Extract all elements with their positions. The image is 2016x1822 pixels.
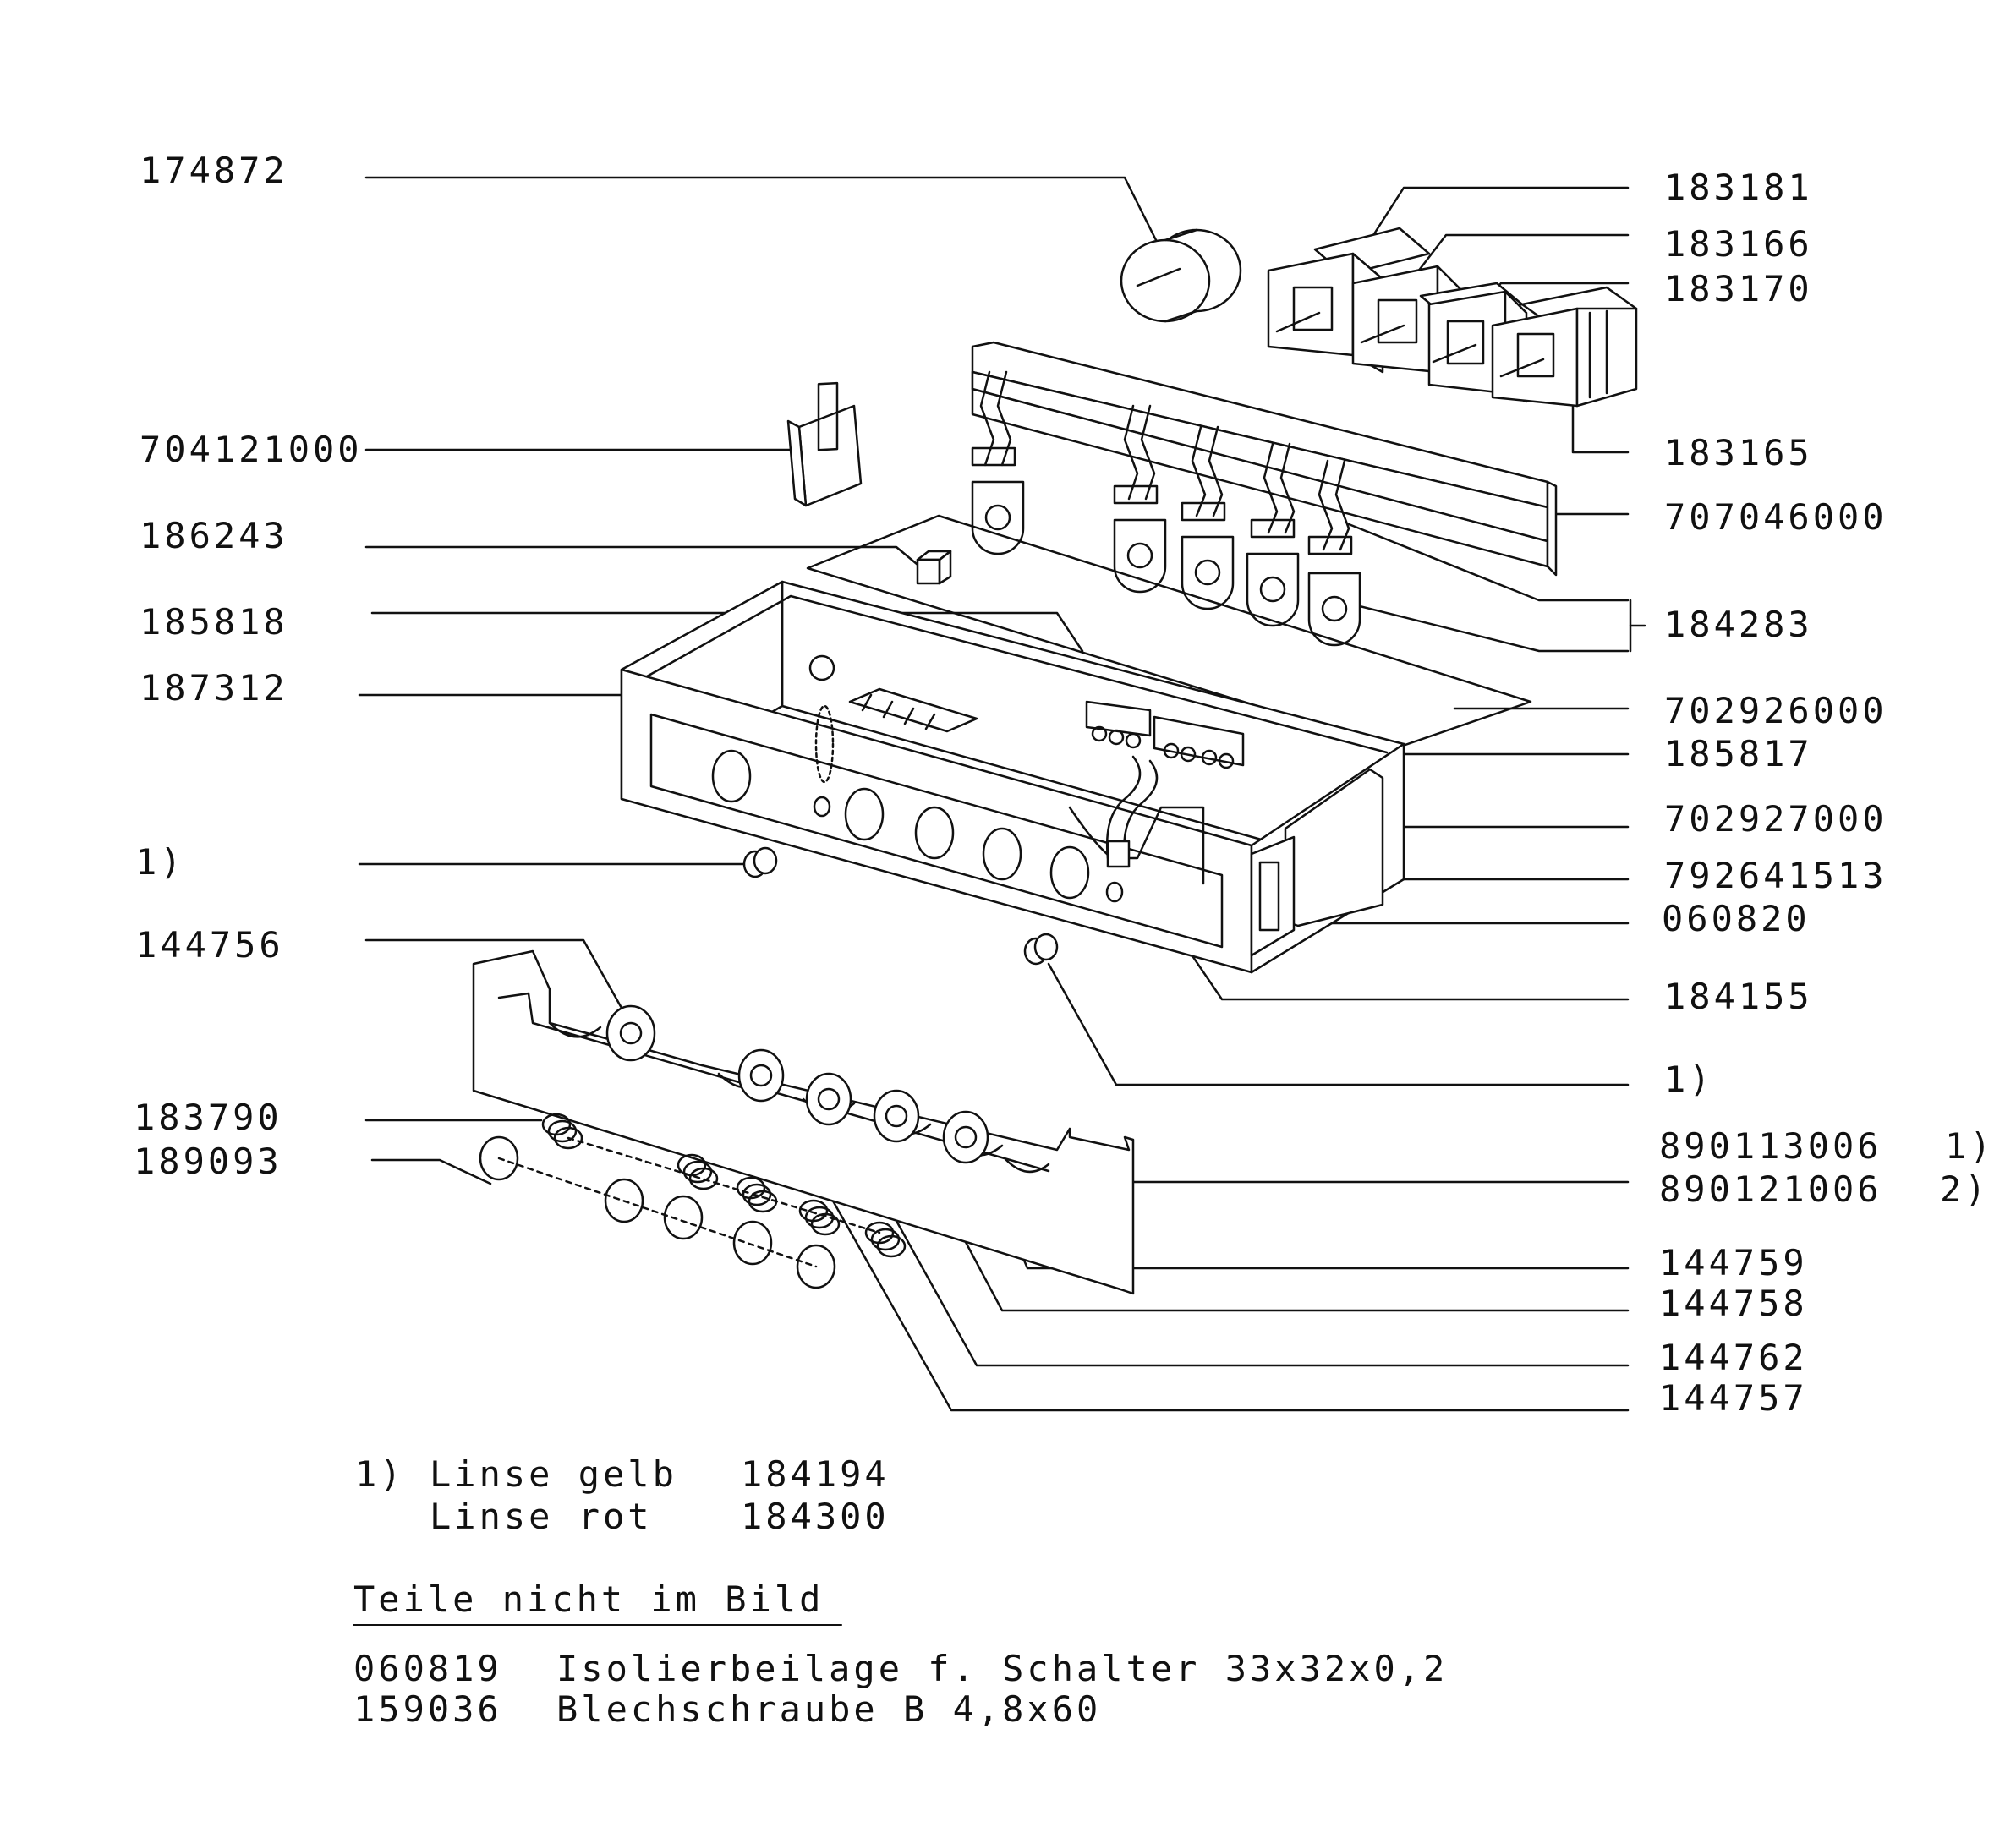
label-183165: 183165: [1664, 432, 1813, 473]
leader-174872: [366, 178, 1171, 271]
label-187312: 187312: [140, 667, 288, 709]
label-189093: 189093: [134, 1141, 282, 1182]
label-702926000: 702926000: [1664, 690, 1887, 731]
label-144757: 144757: [1659, 1377, 1808, 1419]
label-792641513: 792641513: [1664, 855, 1887, 896]
label-183181: 183181: [1664, 167, 1813, 208]
bracket: [788, 383, 861, 506]
leader-184283-a: [1349, 524, 1628, 600]
terminal-strip-left: [816, 689, 977, 782]
lens-note-marker: 1): [355, 1453, 405, 1495]
label-702927000: 702927000: [1664, 798, 1887, 840]
label-060820: 060820: [1662, 898, 1811, 939]
switch-clips: [972, 372, 1360, 645]
mounting-rail: [972, 342, 1556, 575]
label-186243: 186243: [140, 515, 288, 556]
label-183170: 183170: [1664, 268, 1813, 309]
end-bracket: [1252, 769, 1383, 955]
label-144756: 144756: [135, 924, 284, 966]
not-shown-heading: Teile nicht im Bild: [353, 1579, 824, 1620]
motor-drum: [1121, 230, 1241, 321]
label-707046000: 707046000: [1664, 496, 1887, 538]
leader-1b: [1049, 964, 1628, 1085]
leader-184283-b: [1336, 600, 1628, 651]
leader-183166: [1412, 235, 1628, 279]
leader-189093: [372, 1160, 490, 1184]
label-144762: 144762: [1659, 1337, 1808, 1378]
not-shown-item-desc: Blechschraube B 4,8x60: [556, 1688, 1102, 1730]
label-890121006: 890121006: [1659, 1168, 1882, 1210]
label-183790: 183790: [134, 1097, 282, 1138]
terminal-strip-right: [1087, 702, 1243, 768]
not-shown-item-no: 159036: [353, 1688, 502, 1730]
label-890121006-note: 2): [1940, 1168, 1990, 1210]
lens-yellow-no: 184194: [741, 1453, 890, 1495]
leader-185818: [372, 613, 1082, 651]
leader-183165: [1573, 397, 1628, 452]
label-890113006-note: 1): [1945, 1125, 1995, 1167]
small-block: [918, 551, 950, 583]
dials: [607, 1006, 988, 1163]
not-shown-item-no: 060819: [353, 1648, 502, 1689]
cable: [1107, 757, 1157, 867]
cover-plate: [808, 516, 1531, 748]
label-184155: 184155: [1664, 976, 1813, 1017]
lens-red-no: 184300: [741, 1496, 890, 1537]
label-1b: 1): [1664, 1059, 1714, 1100]
label-185818: 185818: [140, 601, 288, 643]
switch-blocks: [1268, 228, 1636, 406]
leader-186243: [366, 547, 922, 568]
label-185817: 185817: [1664, 733, 1813, 774]
leader-183181: [1361, 188, 1628, 254]
front-panel: [474, 951, 1133, 1294]
label-183166: 183166: [1664, 223, 1813, 265]
label-1a: 1): [135, 841, 185, 883]
springs: [543, 1114, 905, 1256]
lenses: [744, 848, 1057, 964]
leader-144756: [366, 940, 630, 1023]
not-shown-item-desc: Isolierbeilage f. Schalter 33x32x0,2: [556, 1648, 1449, 1689]
label-704121000: 704121000: [140, 429, 363, 470]
lens-yellow-name: Linse gelb: [430, 1453, 677, 1495]
label-144759: 144759: [1659, 1242, 1808, 1283]
label-174872: 174872: [140, 150, 288, 191]
label-184283: 184283: [1664, 604, 1813, 645]
label-890113006: 890113006: [1659, 1125, 1882, 1167]
knobs: [480, 1137, 835, 1288]
lens-red-name: Linse rot: [430, 1496, 653, 1537]
label-144758: 144758: [1659, 1283, 1808, 1324]
